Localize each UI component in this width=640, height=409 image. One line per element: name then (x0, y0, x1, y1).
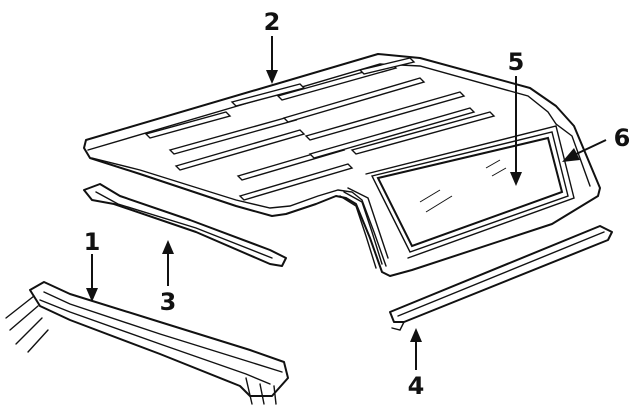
side-weatherstrip (389, 225, 613, 331)
callout-labels: 1 2 3 4 5 6 (84, 8, 631, 400)
arrowhead-1 (86, 288, 98, 302)
arrowhead-4 (410, 328, 422, 342)
callout-2: 2 (264, 8, 281, 36)
roof-ribs (144, 57, 496, 201)
arrowhead-6 (562, 148, 580, 162)
front-weatherstrip (83, 183, 287, 267)
callout-3: 3 (160, 288, 177, 316)
leader-6 (571, 139, 607, 157)
callout-5: 5 (508, 48, 525, 76)
callout-6: 6 (614, 124, 631, 152)
arrowhead-5 (510, 172, 522, 186)
back-window-seal (365, 125, 575, 259)
arrowhead-3 (162, 240, 174, 254)
front-header-rail (5, 281, 289, 405)
callout-leaders (86, 36, 607, 370)
callout-1: 1 (84, 228, 101, 256)
callout-4: 4 (408, 372, 425, 400)
arrowhead-2 (266, 70, 278, 84)
